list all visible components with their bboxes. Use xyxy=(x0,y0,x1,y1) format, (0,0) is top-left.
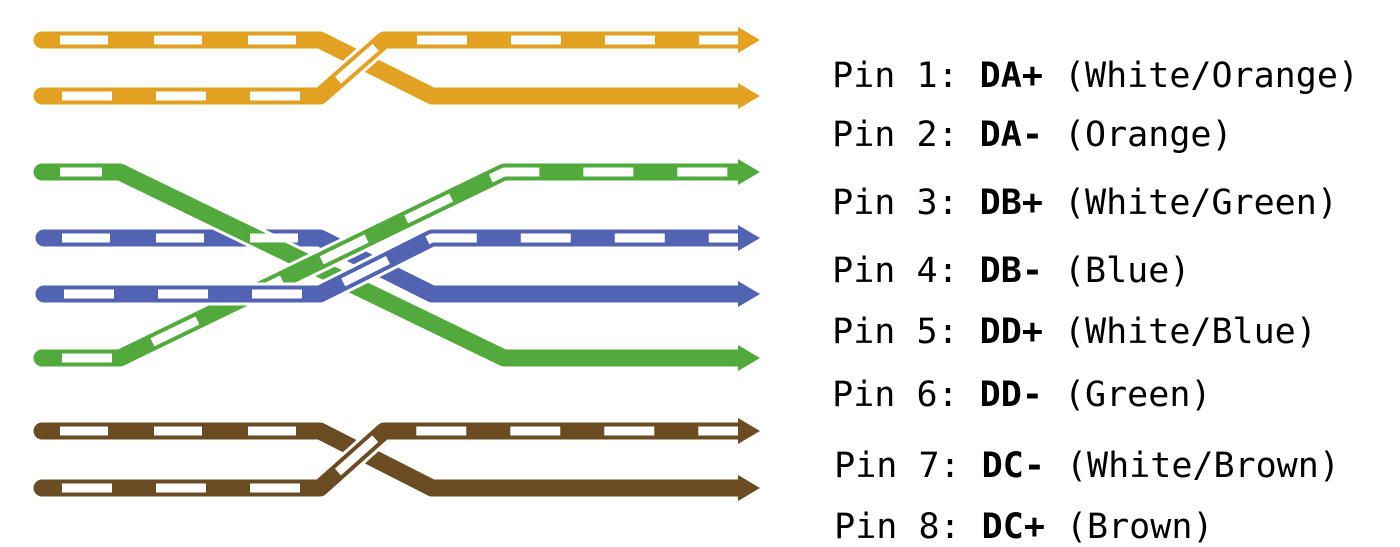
pin-4-signal: DB- xyxy=(979,251,1043,291)
pin-5-color: (White/Blue) xyxy=(1042,312,1317,352)
crossover-wiring-diagram xyxy=(33,27,760,501)
pin-6-signal: DD- xyxy=(979,375,1043,415)
pin-2-arrow-icon xyxy=(738,83,760,109)
pin-3-signal: DB+ xyxy=(979,183,1043,223)
pin-4-wire-stripe xyxy=(44,233,738,299)
pin-4-wire xyxy=(35,225,760,306)
pin-3-color: (White/Green) xyxy=(1042,183,1338,223)
pin-4-color: (Blue) xyxy=(1042,251,1191,291)
pin-6-prefix: Pin 6: xyxy=(832,375,980,415)
pin-4-arrow-icon xyxy=(738,225,760,251)
pin-1-label: Pin 1: DA+ (White/Orange) xyxy=(790,16,1359,96)
pin-7-wire-stripe xyxy=(42,426,738,493)
pin-2-prefix: Pin 2: xyxy=(832,115,980,155)
pin-3-wire-stripe xyxy=(42,167,738,363)
pin-8-color: (Brown) xyxy=(1044,507,1214,547)
pin-3-wire xyxy=(33,159,760,370)
pin-1-signal: DA+ xyxy=(979,56,1043,96)
pin-3-arrow-icon xyxy=(738,159,760,185)
pin-5-arrow-icon xyxy=(738,281,760,307)
pin-7-color: (White/Brown) xyxy=(1044,446,1340,486)
pin-7-arrow-icon xyxy=(738,418,760,444)
pin-6-arrow-icon xyxy=(738,345,760,371)
pin-1-wire-stripe xyxy=(42,35,738,101)
pin-8-arrow-icon xyxy=(738,475,760,501)
pin-2-label: Pin 2: DA- (Orange) xyxy=(790,75,1233,155)
pin-7-signal: DC- xyxy=(981,446,1045,486)
pin-8-prefix: Pin 8: xyxy=(834,507,982,547)
pin-6-label: Pin 6: DD- (Green) xyxy=(790,335,1211,415)
pin-7-wire xyxy=(33,418,760,500)
pin-2-signal: DA- xyxy=(979,115,1043,155)
pin-3-label: Pin 3: DB+ (White/Green) xyxy=(790,143,1338,223)
pin-5-prefix: Pin 5: xyxy=(832,312,980,352)
pin-8-signal: DC+ xyxy=(981,507,1045,547)
pin-1-color: (White/Orange) xyxy=(1042,56,1359,96)
pin-4-label: Pin 4: DB- (Blue) xyxy=(790,211,1190,291)
pin-6-color: (Green) xyxy=(1042,375,1212,415)
pin-4-prefix: Pin 4: xyxy=(832,251,980,291)
pin-3-prefix: Pin 3: xyxy=(832,183,980,223)
pin-7-prefix: Pin 7: xyxy=(834,446,982,486)
pin-5-signal: DD+ xyxy=(979,312,1043,352)
pin-8-label: Pin 8: DC+ (Brown) xyxy=(792,467,1213,547)
pin-1-prefix: Pin 1: xyxy=(832,56,980,96)
pin-5-label: Pin 5: DD+ (White/Blue) xyxy=(790,272,1317,352)
pin-1-wire xyxy=(33,27,760,108)
pin-7-label: Pin 7: DC- (White/Brown) xyxy=(792,406,1340,486)
pin-2-color: (Orange) xyxy=(1042,115,1233,155)
pin-1-arrow-icon xyxy=(738,27,760,53)
